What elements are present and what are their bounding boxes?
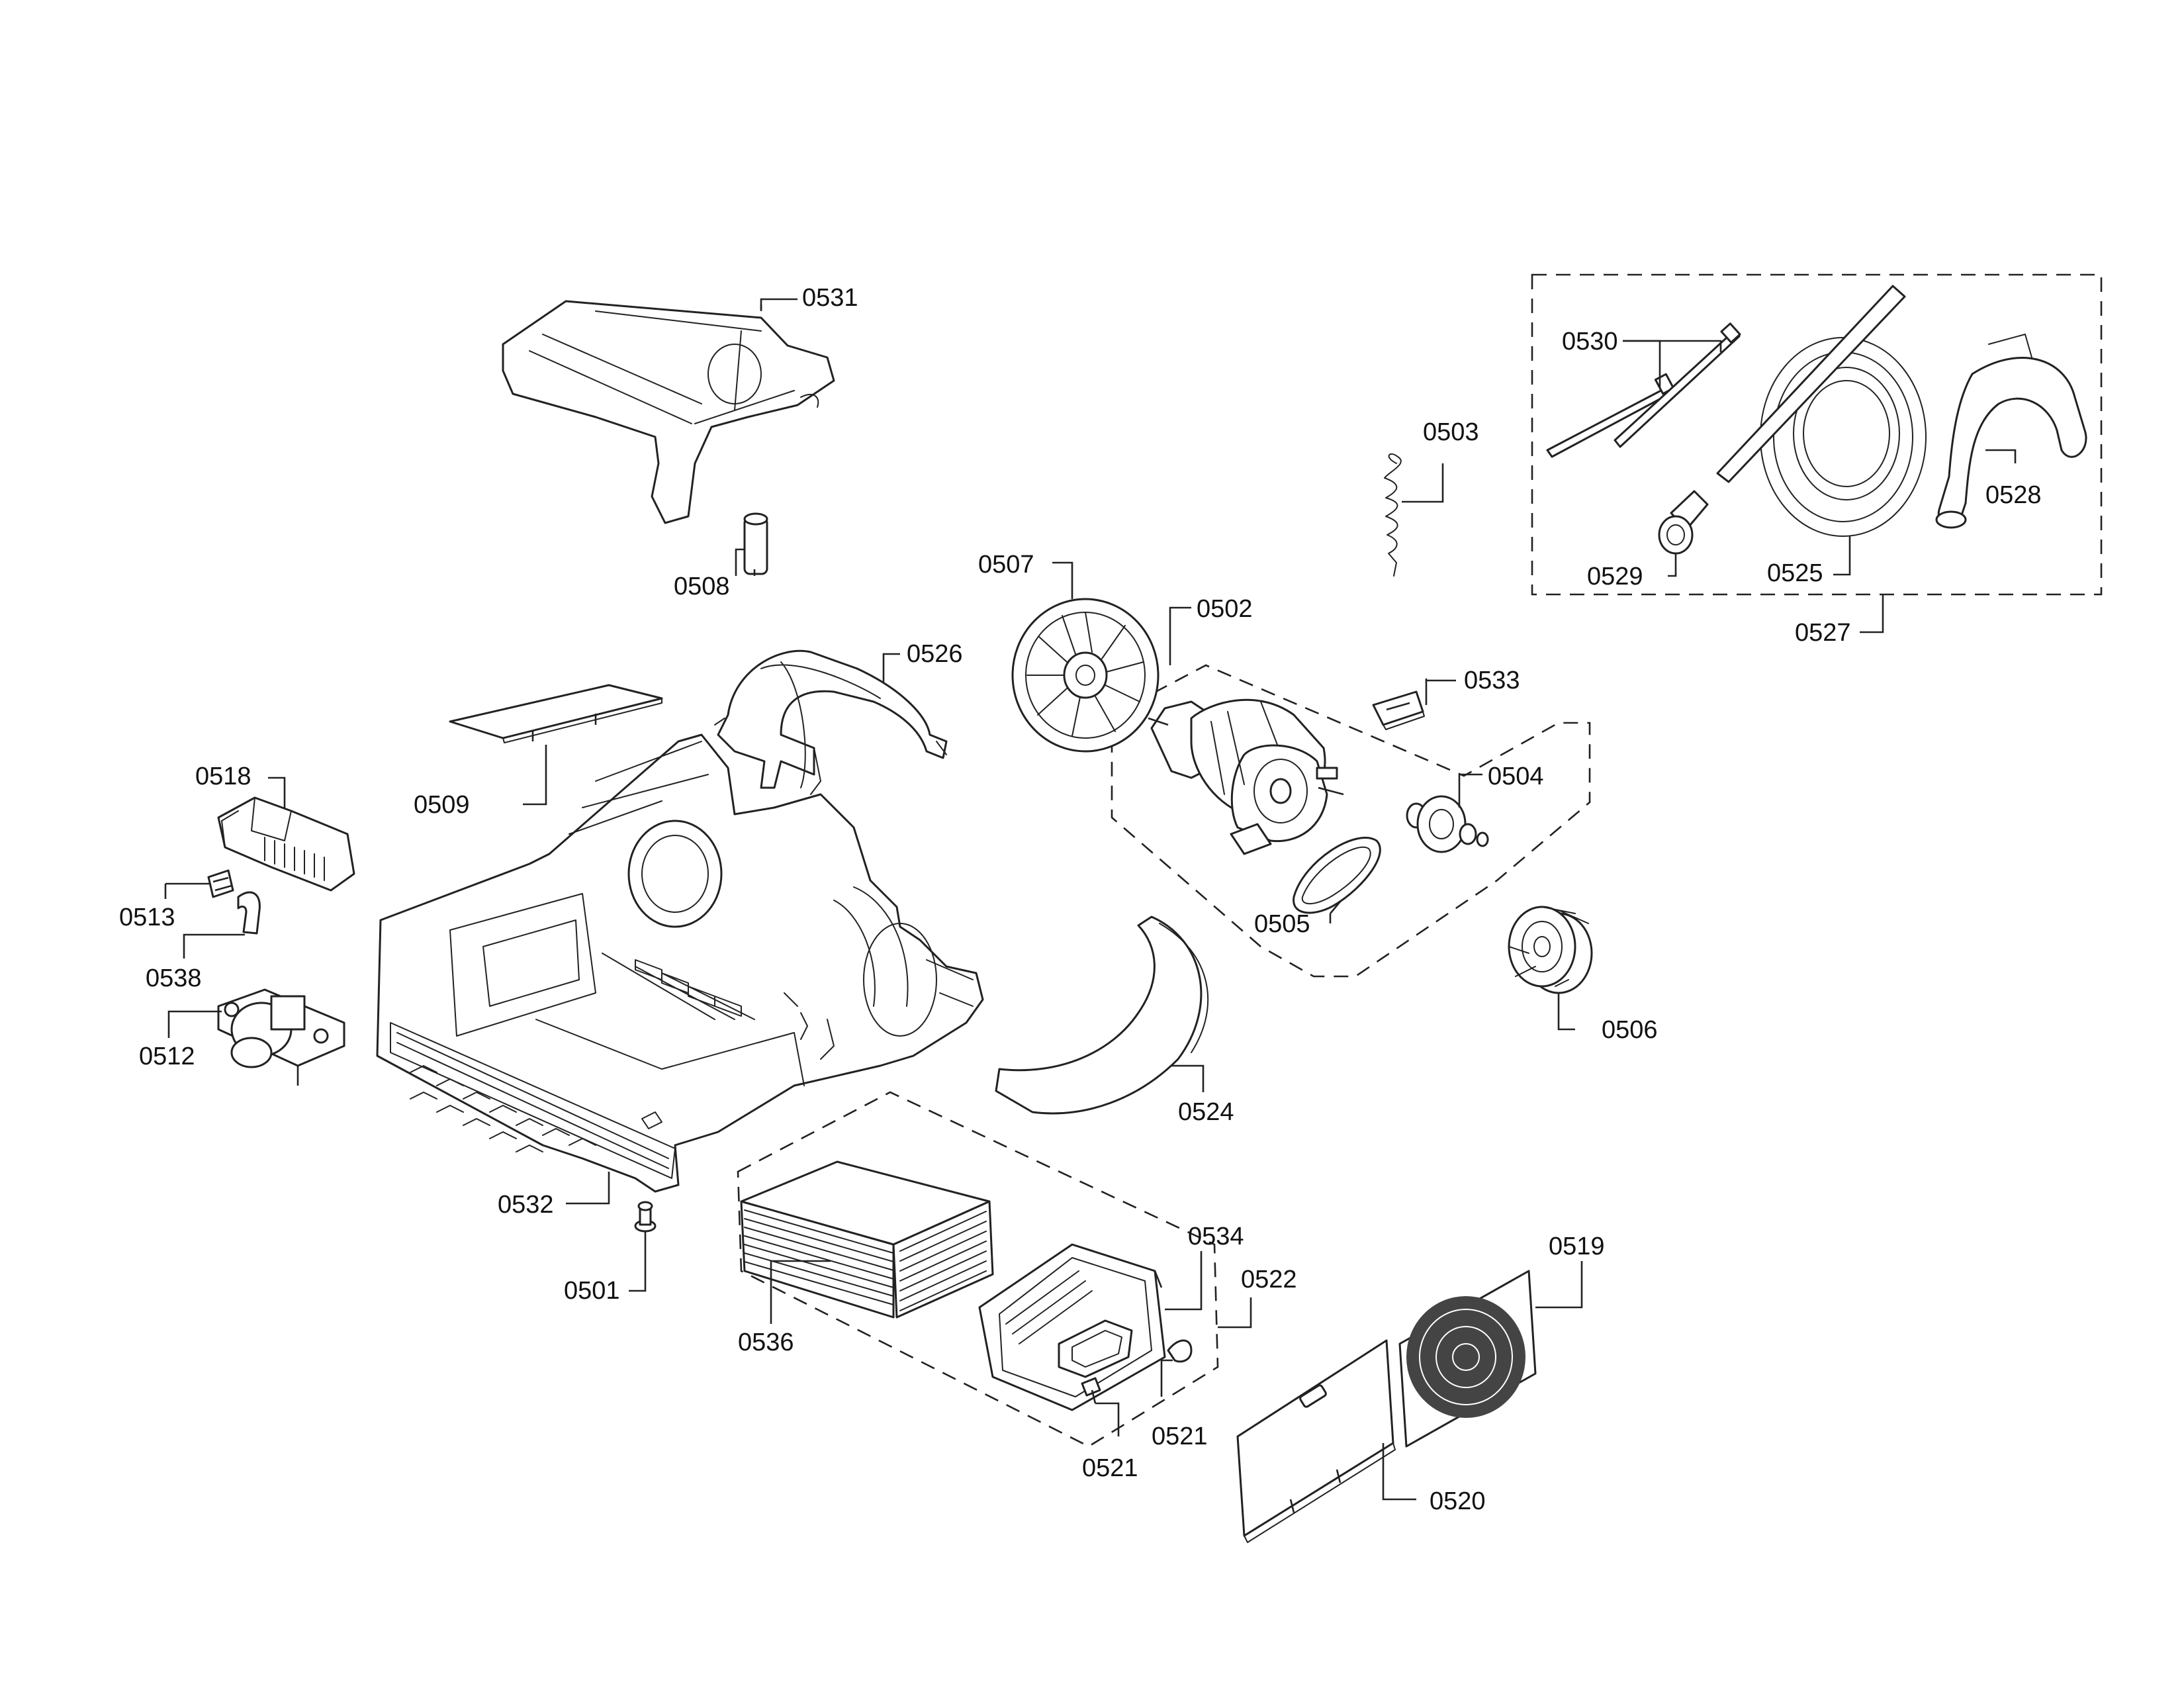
callout-0534: 0534 <box>1188 1223 1244 1250</box>
module-part-0518 <box>217 796 355 892</box>
group-box-0522 <box>737 1091 1219 1448</box>
callout-0518: 0518 <box>195 763 251 790</box>
screw-part-0501 <box>634 1201 657 1233</box>
leader-lines <box>164 298 2017 1501</box>
group-box-0502 <box>1111 664 1591 978</box>
group-box-0527 <box>1531 273 2103 596</box>
callout-0512: 0512 <box>139 1043 195 1070</box>
callout-0536: 0536 <box>738 1329 794 1356</box>
callout-0531: 0531 <box>802 284 858 312</box>
callout-0533: 0533 <box>1464 667 1520 694</box>
grille-part-0519 <box>1398 1270 1537 1448</box>
callout-0526: 0526 <box>907 640 963 668</box>
hose-connector-part-0529 <box>1658 490 1709 555</box>
sensor-part-0508 <box>743 512 768 575</box>
callout-0529: 0529 <box>1587 563 1643 590</box>
callout-0508: 0508 <box>674 573 730 600</box>
callout-0504: 0504 <box>1488 763 1544 790</box>
duct-strip-part-0524 <box>995 915 1209 1115</box>
callout-0525: 0525 <box>1767 559 1823 587</box>
callout-0522: 0522 <box>1241 1266 1297 1293</box>
callout-0506: 0506 <box>1602 1016 1658 1044</box>
base-part-0532 <box>376 733 984 1193</box>
hose-bracket-part-0528 <box>1935 334 2087 529</box>
callout-0530: 0530 <box>1562 328 1618 355</box>
clip-part-0521-b <box>1167 1339 1193 1363</box>
motor-part-0502 <box>1148 698 1344 855</box>
callout-0502: 0502 <box>1197 595 1253 623</box>
filter-frame-part-0534 <box>978 1243 1166 1411</box>
pulley-part-0504 <box>1406 795 1489 853</box>
callout-0505: 0505 <box>1254 910 1310 938</box>
callout-0521-b: 0521 <box>1152 1423 1208 1450</box>
callout-0532: 0532 <box>498 1191 554 1219</box>
clip-part-0521-a <box>1081 1377 1101 1404</box>
clip-part-0533 <box>1372 690 1425 730</box>
callout-0538: 0538 <box>146 964 202 992</box>
valve-part-0512 <box>217 988 345 1086</box>
cable-ties-part-0530 <box>1546 322 1741 458</box>
heat-exchanger-part-0536 <box>740 1160 994 1319</box>
drain-hose-part-0525 <box>1716 285 1927 537</box>
callout-0507: 0507 <box>978 551 1034 579</box>
callout-0520: 0520 <box>1430 1487 1486 1515</box>
callout-0524: 0524 <box>1178 1098 1234 1126</box>
callout-0519: 0519 <box>1549 1233 1605 1260</box>
callout-0509: 0509 <box>414 791 470 819</box>
tube-part-0538 <box>237 891 261 935</box>
callout-0528: 0528 <box>1985 481 2042 509</box>
fan-housing-part-0526 <box>714 649 948 795</box>
callouts: 0531 0530 0503 0528 0508 0529 0525 0507 … <box>119 284 2042 1515</box>
callout-0501: 0501 <box>564 1277 620 1305</box>
door-panel-part-0520 <box>1236 1339 1396 1543</box>
callout-0521-a: 0521 <box>1082 1454 1138 1482</box>
connector-part-0513 <box>207 869 234 898</box>
blower-wheel-part-0506 <box>1508 906 1593 994</box>
callout-0513: 0513 <box>119 904 175 931</box>
callout-0527: 0527 <box>1795 619 1851 647</box>
air-duct-part-0531 <box>502 300 835 524</box>
fan-wheel-part-0507 <box>1011 598 1160 753</box>
belt-part-0505 <box>1293 837 1381 914</box>
cover-plate-part-0509 <box>449 684 663 743</box>
callout-0503: 0503 <box>1423 418 1479 446</box>
spring-part-0503 <box>1384 453 1402 577</box>
